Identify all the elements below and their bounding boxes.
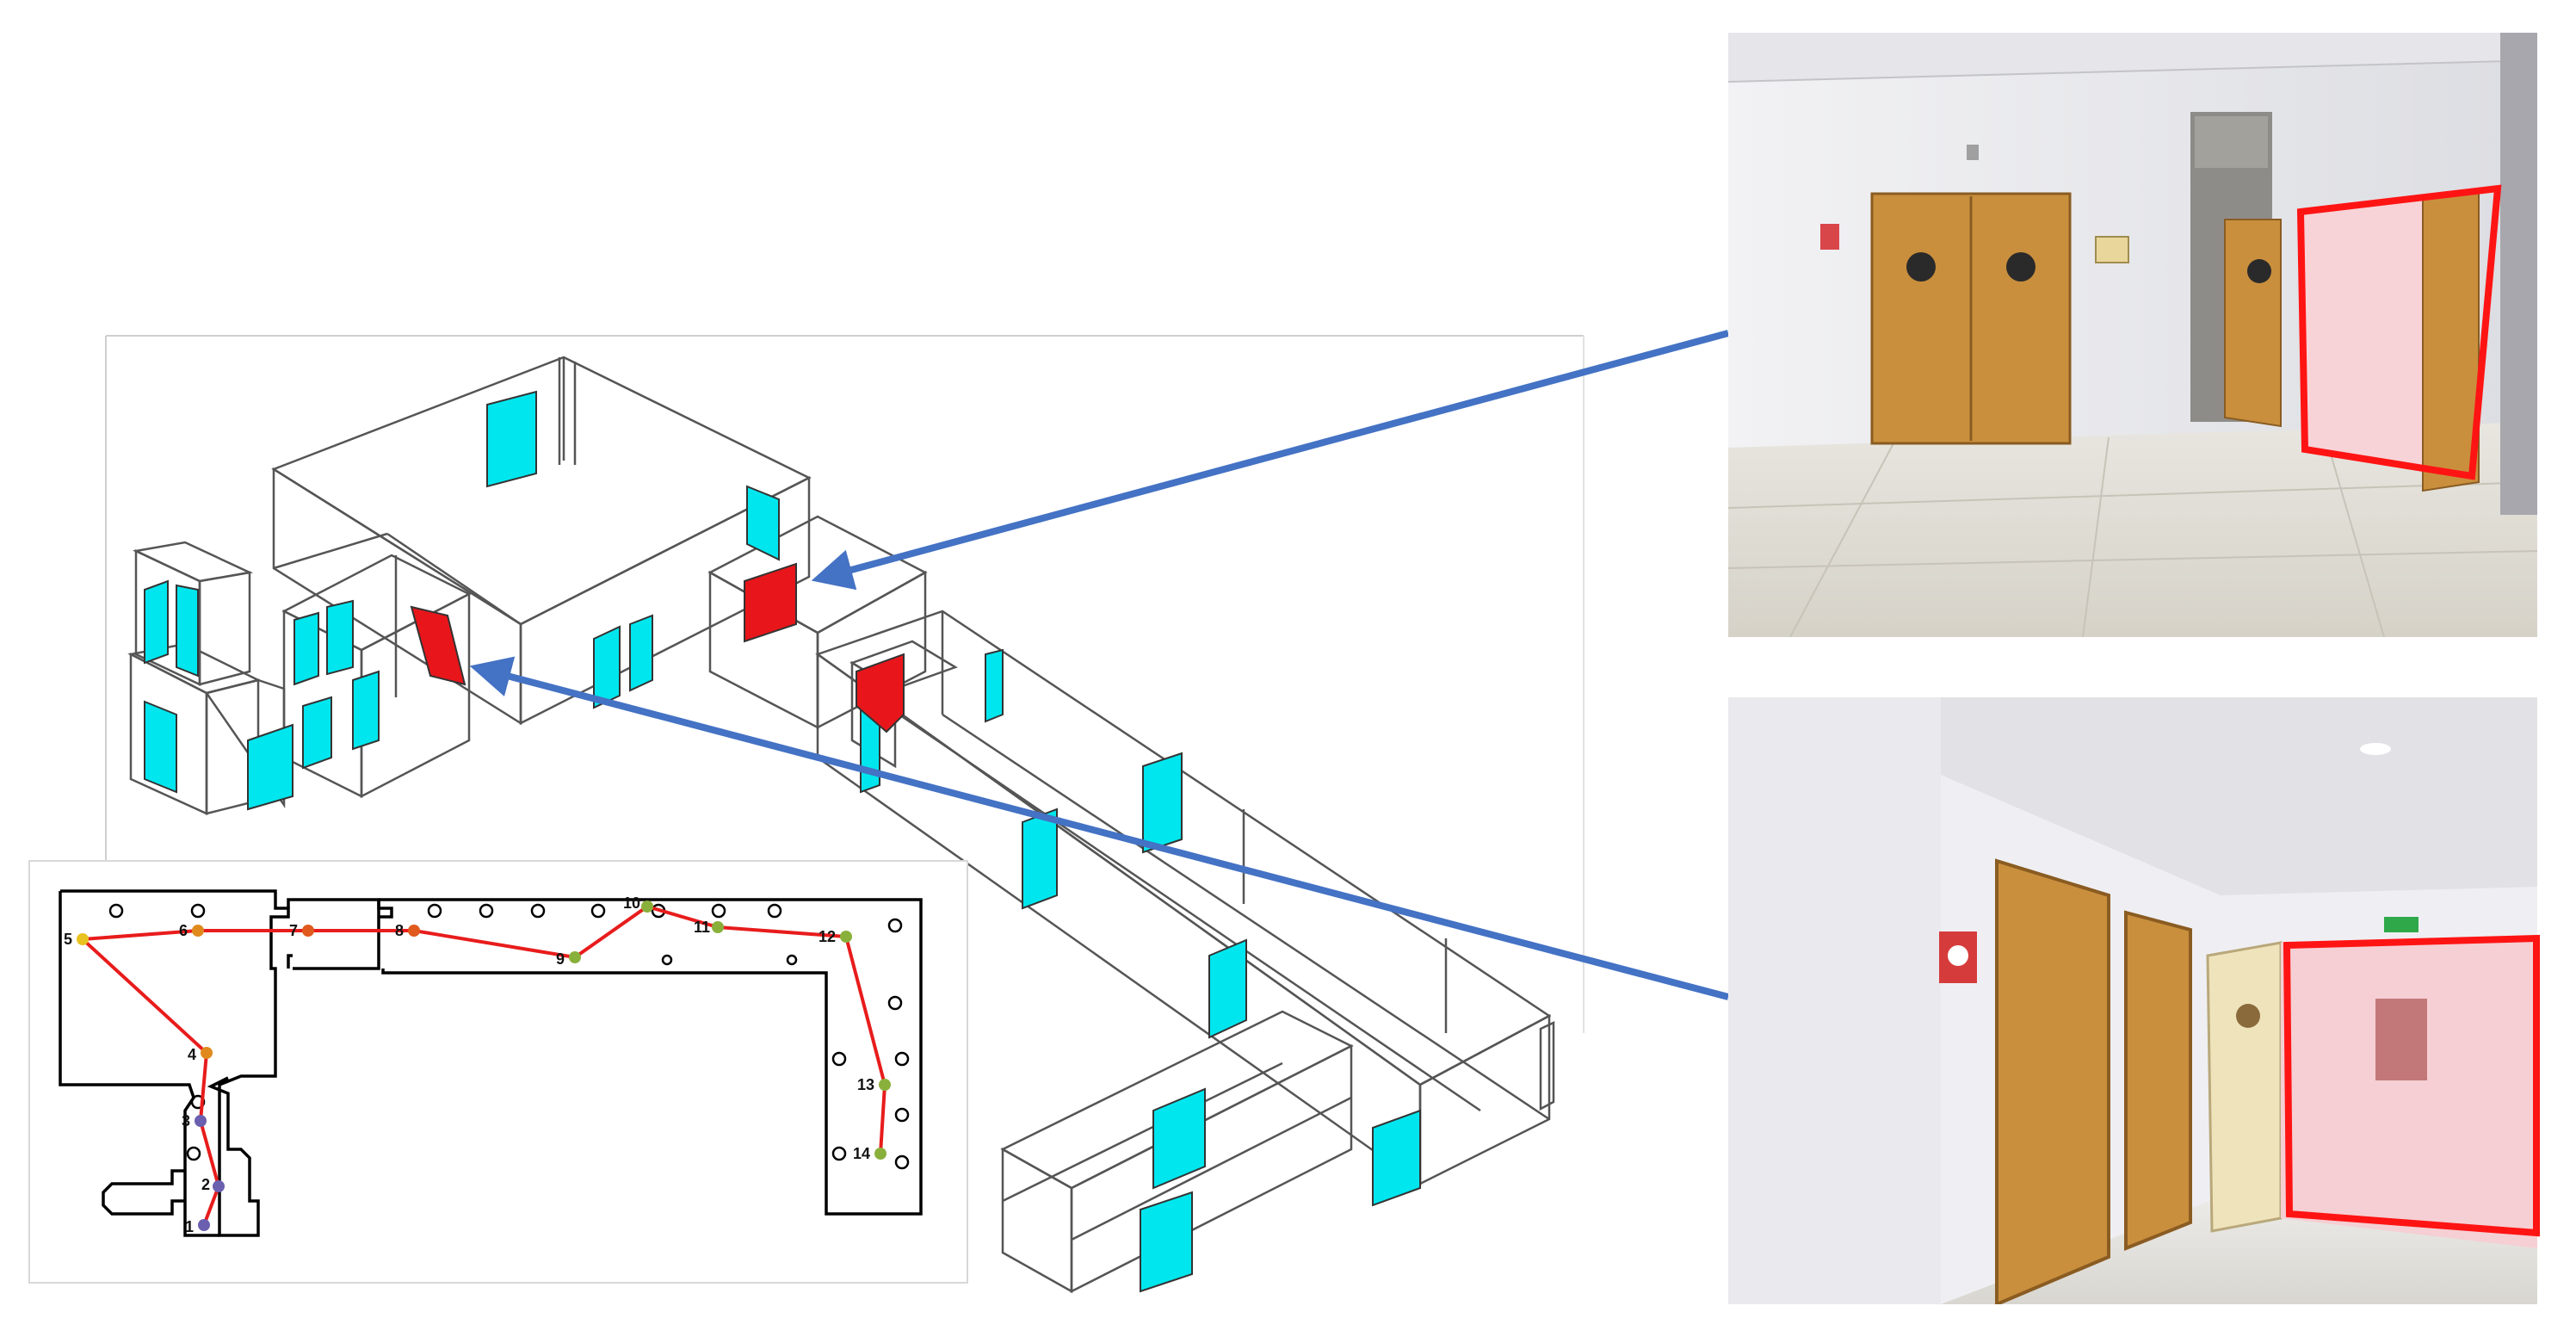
waypoint-label: 3 [182, 1112, 190, 1129]
door [247, 723, 293, 811]
door [985, 648, 1004, 723]
door [629, 614, 653, 692]
route-waypoint [840, 931, 852, 943]
door [176, 584, 199, 678]
door [1140, 1191, 1193, 1293]
door [1022, 808, 1058, 910]
waypoint-label: 8 [395, 922, 404, 939]
door [302, 696, 332, 770]
route-waypoint [198, 1219, 210, 1231]
door [1208, 938, 1247, 1039]
door [746, 485, 780, 561]
door [1372, 1109, 1421, 1207]
arrow-to-bottom-photo [469, 656, 1730, 1000]
waypoint-label: 7 [289, 922, 298, 939]
waypoint-label: 5 [64, 931, 72, 948]
route-waypoint [195, 1115, 207, 1127]
building-doors [144, 390, 1421, 1293]
door [293, 611, 319, 686]
highlighted-door-corridor [856, 653, 905, 733]
door [352, 670, 380, 751]
door [593, 625, 621, 709]
door [326, 599, 354, 676]
route-waypoint [201, 1047, 213, 1059]
door [1152, 1087, 1206, 1190]
waypoint-label: 10 [623, 894, 640, 912]
route-waypoint [77, 933, 89, 945]
waypoint-label: 2 [201, 1176, 210, 1193]
route-waypoint [569, 951, 581, 963]
waypoint-label: 1 [185, 1218, 194, 1235]
floor-plan-columns [108, 903, 910, 1170]
waypoint-label: 11 [694, 919, 710, 936]
route-waypoint [192, 925, 204, 937]
door [144, 700, 177, 794]
route-waypoint [408, 925, 420, 937]
door [1142, 752, 1183, 854]
route-waypoint [302, 925, 314, 937]
double-door-hallway-photo [1728, 33, 2537, 637]
highlighted-door-right [744, 562, 797, 643]
route-path [78, 904, 887, 1226]
waypoint-label: 6 [179, 922, 188, 939]
highlighted-door-left [410, 605, 466, 686]
waypoint-label: 14 [853, 1145, 870, 1162]
waypoint-label: 9 [556, 950, 565, 968]
building-3d-model [105, 335, 1585, 1294]
route-waypoint [641, 900, 653, 913]
door-highlight-box [2296, 184, 2502, 480]
door [486, 390, 537, 488]
route-waypoint [879, 1079, 891, 1091]
route-waypoint [874, 1148, 886, 1160]
door [144, 579, 169, 665]
door-highlight-box [2283, 934, 2540, 1237]
route-waypoint [712, 921, 724, 933]
waypoint-label: 4 [188, 1046, 196, 1063]
arrow-to-top-photo [811, 330, 1730, 591]
waypoint-label: 13 [857, 1076, 874, 1093]
callout-arrows [469, 330, 1730, 1000]
corridor-doors-photo [1728, 697, 2540, 1304]
highlighted-doors [410, 562, 905, 733]
waypoint-label: 12 [819, 928, 836, 945]
route-waypoint [213, 1180, 225, 1192]
